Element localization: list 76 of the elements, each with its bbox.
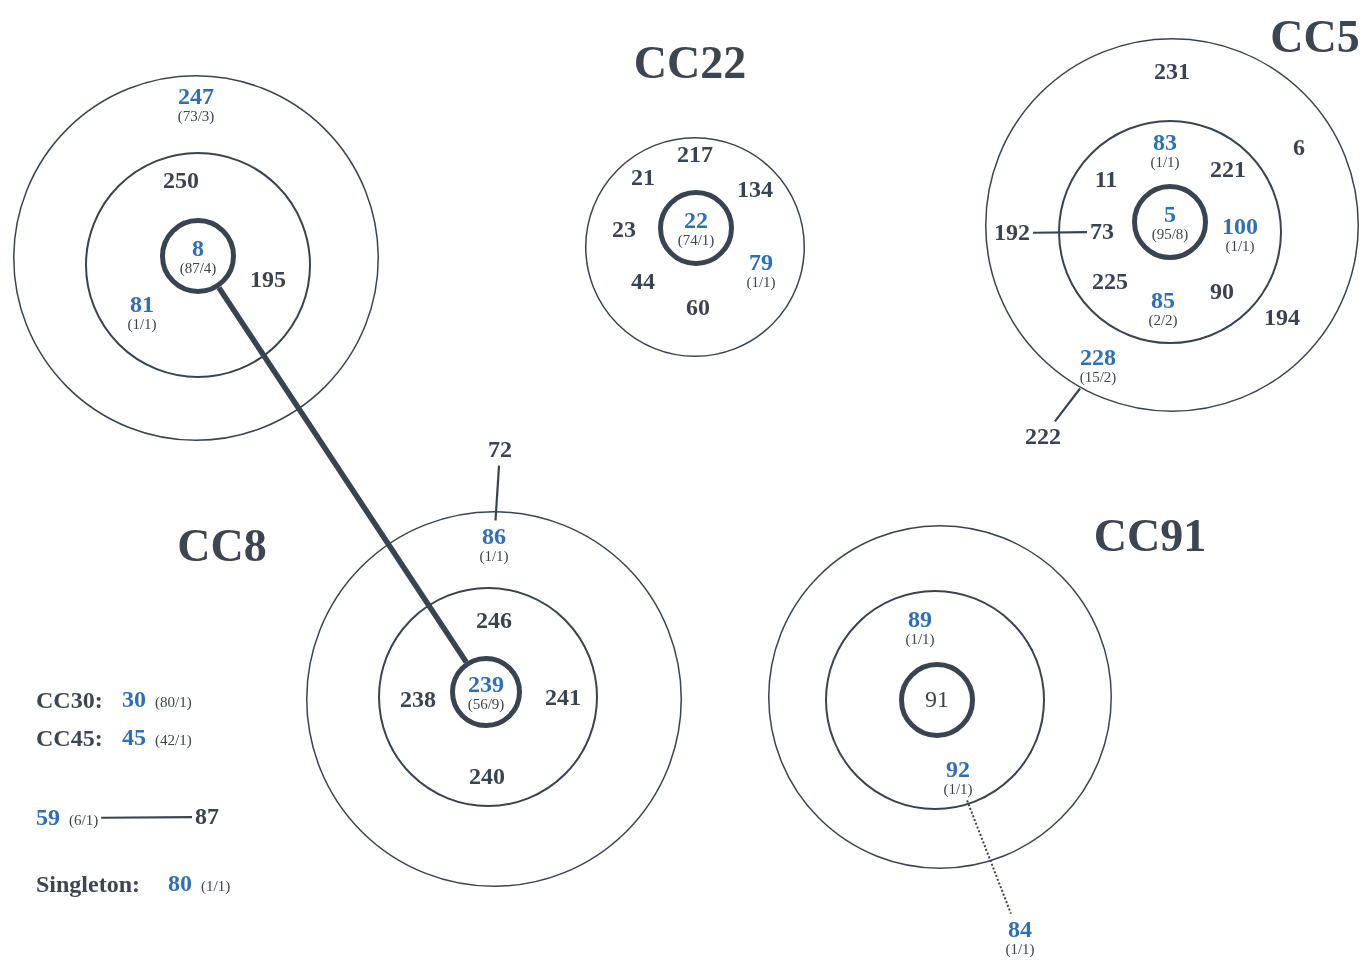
st-number: 238: [400, 687, 436, 713]
st-number: 22: [684, 207, 708, 233]
st-number: 23: [612, 217, 636, 243]
st-number: 225: [1092, 269, 1128, 295]
st-number: 239: [468, 671, 504, 697]
st-number: 44: [631, 269, 655, 295]
cluster-title: CC91: [1093, 508, 1207, 562]
st-number: 90: [1210, 279, 1234, 305]
isolate-count: (15/2): [1079, 369, 1117, 386]
isolate-count: (87/4): [179, 260, 217, 277]
cluster-title: CC5: [1270, 9, 1360, 63]
st-number: 30: [122, 687, 146, 713]
isolate-count: (1/1): [479, 548, 509, 565]
st-number: 81: [130, 291, 154, 317]
st-number: 21: [631, 165, 655, 191]
group-label: Singleton:: [36, 870, 140, 898]
link-line: [494, 465, 501, 521]
st-number: 80: [168, 871, 192, 897]
st-number: 87: [195, 804, 219, 830]
isolate-count: (1/1): [905, 631, 935, 648]
st-number: 72: [488, 437, 512, 463]
st-number: 92: [946, 756, 970, 782]
isolate-count: (73/3): [177, 108, 215, 125]
st-number: 8: [192, 235, 204, 261]
st-number: 5: [1164, 201, 1176, 227]
link-line: [1054, 387, 1081, 423]
cluster-title: CC8: [177, 518, 267, 572]
st-number: 59: [36, 805, 60, 831]
st-number: 192: [994, 220, 1030, 246]
st-number: 86: [482, 523, 506, 549]
st-number: 221: [1210, 157, 1246, 183]
st-number: 228: [1080, 344, 1116, 370]
st-number: 11: [1094, 167, 1118, 193]
st-number: 241: [545, 685, 581, 711]
st-number: 246: [476, 608, 512, 634]
cluster-title: CC22: [633, 35, 747, 89]
dotted-link-line: [966, 799, 1012, 915]
isolate-count: (95/8): [1151, 226, 1189, 243]
st-number: 247: [178, 83, 214, 109]
st-number: 85: [1151, 287, 1175, 313]
st-number: 240: [469, 764, 505, 790]
isolate-count: (42/1): [155, 733, 192, 750]
st-number: 195: [250, 267, 286, 293]
isolate-count: (1/1): [943, 781, 973, 798]
isolate-count: (1/1): [1150, 154, 1180, 171]
group-label: CC45:: [36, 724, 103, 752]
st-number: 91: [925, 687, 949, 713]
st-number: 217: [677, 142, 713, 168]
link-line: [216, 286, 469, 664]
st-number: 45: [122, 725, 146, 751]
st-number: 100: [1222, 213, 1258, 239]
st-number: 222: [1025, 424, 1061, 450]
isolate-count: (1/1): [1005, 941, 1035, 958]
link-line: [1033, 231, 1087, 234]
isolate-count: (6/1): [69, 813, 99, 830]
isolate-count: (1/1): [127, 316, 157, 333]
isolate-count: (74/1): [677, 232, 715, 249]
st-number: 60: [686, 295, 710, 321]
isolate-count: (2/2): [1148, 312, 1178, 329]
group-label: CC30:: [36, 686, 103, 714]
st-number: 89: [908, 606, 932, 632]
isolate-count: (56/9): [467, 696, 505, 713]
st-number: 250: [163, 168, 199, 194]
isolate-count: (1/1): [201, 879, 231, 896]
st-number: 231: [1154, 59, 1190, 85]
isolate-count: (1/1): [746, 274, 776, 291]
isolate-count: (1/1): [1225, 238, 1255, 255]
st-number: 134: [737, 177, 773, 203]
isolate-count: (80/1): [155, 695, 192, 712]
st-number: 84: [1008, 916, 1032, 942]
st-number: 79: [749, 249, 773, 275]
st-number: 194: [1264, 305, 1300, 331]
st-number: 83: [1153, 129, 1177, 155]
st-number: 73: [1090, 219, 1114, 245]
st-number: 6: [1293, 135, 1305, 161]
link-line: [101, 816, 192, 819]
